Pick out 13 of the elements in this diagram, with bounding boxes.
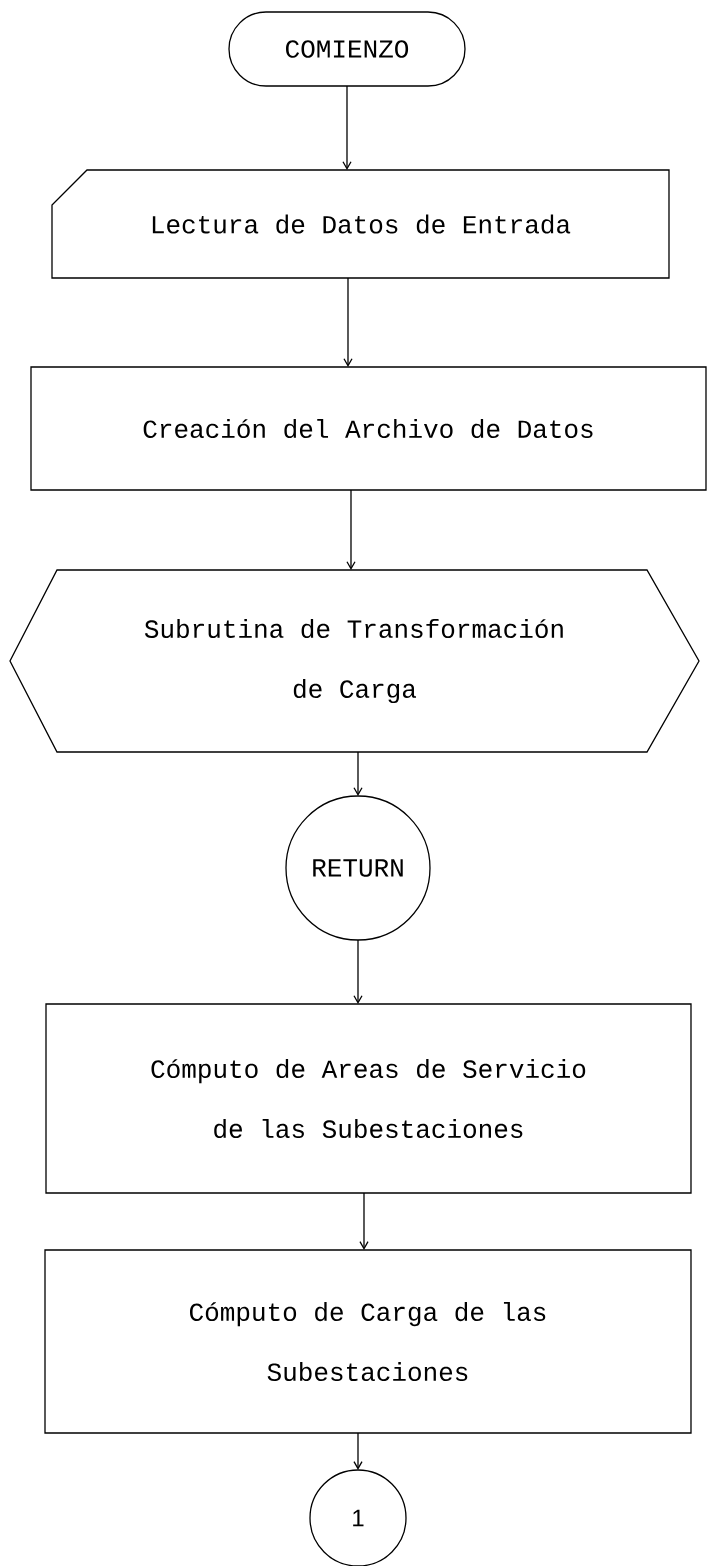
process-box: Creación del Archivo de Datos [30,366,707,491]
arrow [342,85,352,170]
arrow [359,1192,369,1250]
arrow [353,1432,363,1470]
arrow [343,277,353,367]
input-card: Lectura de Datos de Entrada [51,169,670,279]
process-box: Cómputo de Areas de Servicio de las Subestaciones [45,1003,692,1194]
arrow [353,751,363,796]
arrow [346,489,356,570]
arrow [353,939,363,1004]
subroutine-hexagon: Subrutina de Transformación de Carga [9,569,700,753]
process-box: Cómputo de Carga de las Subestaciones [44,1249,692,1434]
terminal-box: COMIENZO [228,11,466,87]
